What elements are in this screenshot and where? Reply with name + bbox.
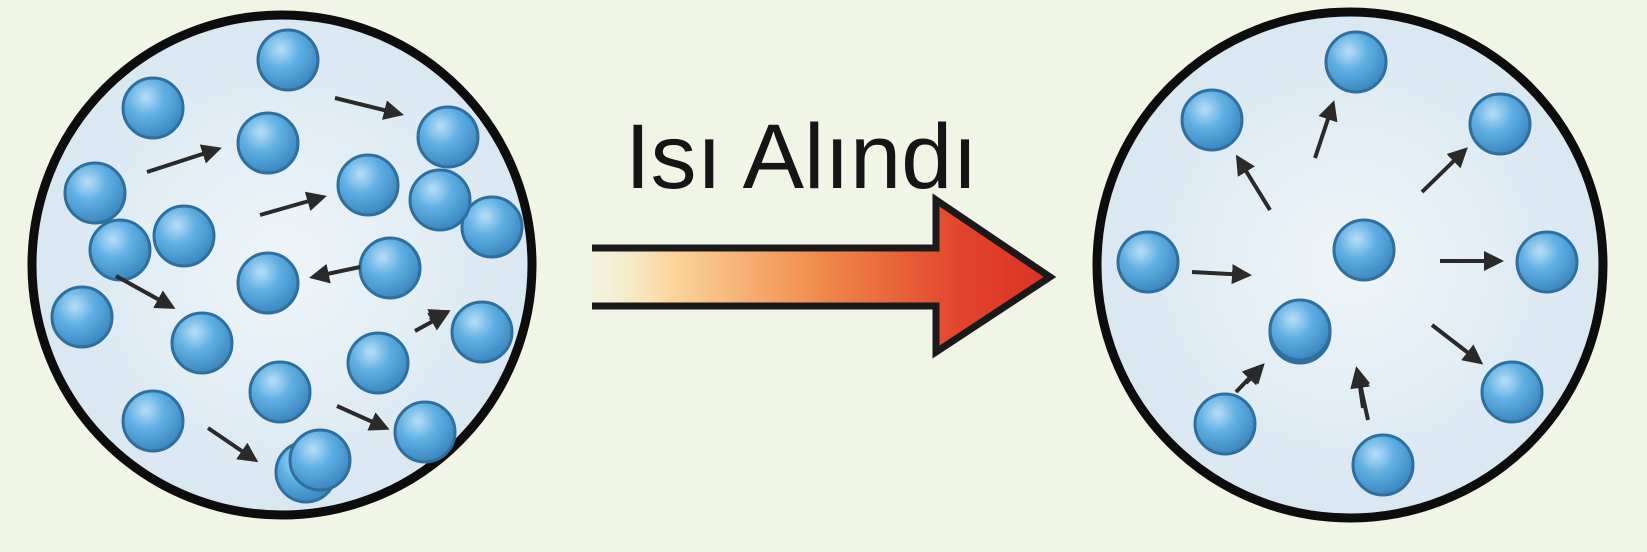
particle [1116, 230, 1180, 294]
particle [121, 76, 185, 140]
right-arrow-icon [592, 200, 1050, 352]
particle [450, 300, 514, 364]
before-motion-arrows-group [115, 96, 451, 463]
particle [1468, 92, 1532, 156]
particle [63, 161, 127, 225]
particle [1324, 30, 1388, 94]
motion-arrow-icon [1420, 147, 1468, 194]
particle [170, 311, 234, 375]
particle [408, 168, 472, 232]
motion-arrow-icon [206, 426, 259, 463]
heat-caption: Isı Alındı [625, 106, 978, 208]
particle [88, 218, 152, 282]
before-particles-group [50, 28, 524, 504]
particle [1480, 360, 1544, 424]
particle [1515, 230, 1579, 294]
particle [236, 111, 300, 175]
particle [121, 389, 185, 453]
particle [152, 204, 216, 268]
after-particles-group [1116, 30, 1579, 497]
particle [1332, 218, 1396, 282]
process-arrow-outline [592, 193, 1057, 359]
particle [1268, 298, 1332, 362]
particle [460, 195, 524, 259]
motion-arrow-icon [336, 404, 390, 431]
particle [1180, 88, 1244, 152]
motion-arrow-icon [1235, 154, 1272, 212]
particle [50, 285, 114, 349]
particle [248, 360, 312, 424]
particle [1193, 392, 1257, 456]
after-motion-arrows-group [1191, 100, 1504, 421]
particle [346, 331, 410, 395]
particle [358, 236, 422, 300]
motion-arrow-icon [427, 309, 450, 328]
particle [1351, 433, 1415, 497]
motion-arrow-icon [115, 274, 176, 309]
particle [236, 251, 300, 315]
particle [288, 428, 352, 492]
particle [393, 400, 457, 464]
particle [336, 153, 400, 217]
motion-arrow-icon [1313, 100, 1338, 159]
motion-arrow-icon [334, 96, 404, 120]
motion-arrow-icon [1243, 363, 1265, 385]
motion-arrow-icon [1191, 264, 1252, 285]
motion-arrow-icon [1430, 323, 1484, 365]
motion-arrow-icon [1350, 368, 1371, 409]
particle [416, 105, 480, 169]
motion-arrow-icon [309, 263, 361, 284]
heat-process-arrow [592, 193, 1057, 359]
motion-arrow-icon [146, 144, 222, 174]
particle [256, 28, 320, 92]
motion-arrow-icon [259, 191, 327, 217]
